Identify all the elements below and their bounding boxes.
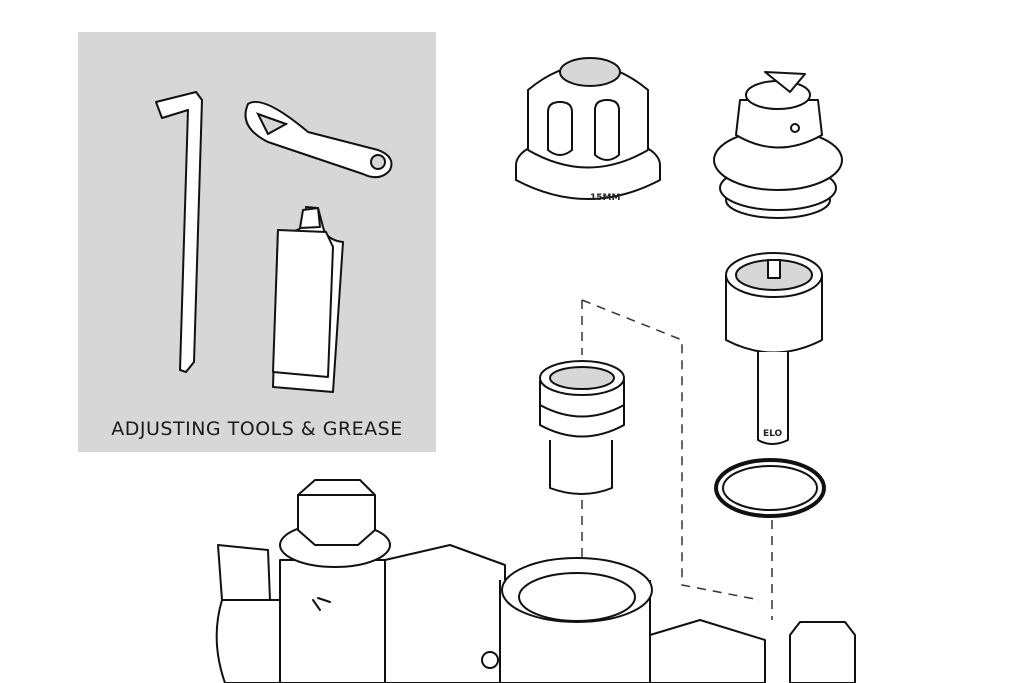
o-ring (714, 458, 826, 518)
thermostatic-head (713, 71, 843, 219)
tools-caption: ADJUSTING TOOLS & GREASE (111, 418, 403, 440)
tools-illustration (155, 91, 393, 393)
flow-cartridge (539, 360, 625, 495)
hex-key-icon (155, 91, 203, 373)
cap-marking: 15MM (590, 193, 620, 203)
valve-body (215, 479, 856, 683)
stem-marking: ELO (763, 429, 783, 439)
adjusting-tools-panel: ADJUSTING TOOLS & GREASE (78, 32, 436, 452)
adjustment-cap: 15MM (515, 57, 661, 203)
valve-insert: ELO (725, 252, 823, 445)
grease-sachet-icon (272, 206, 344, 393)
adjusting-key-icon (244, 100, 393, 179)
guide-lines (581, 299, 773, 620)
